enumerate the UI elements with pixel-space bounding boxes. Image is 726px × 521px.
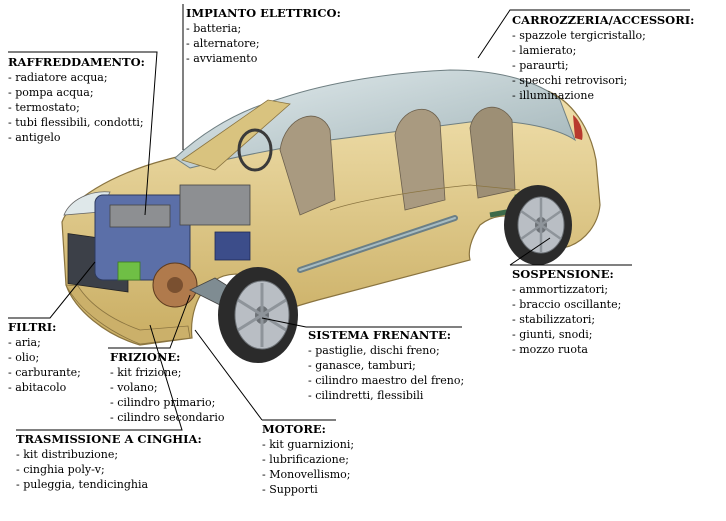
label-sospensione: SOSPENSIONE: ammortizzatori; braccio osc…: [512, 267, 621, 357]
sospensione-item: stabilizzatori;: [512, 312, 621, 327]
raffreddamento-item: pompa acqua;: [8, 85, 145, 100]
impianto-list: batteria; alternatore; avviamento: [186, 21, 341, 66]
frenante-item: pastiglie, dischi freno;: [308, 343, 464, 358]
label-carrozzeria: CARROZZERIA/ACCESSORI: spazzole tergicri…: [512, 13, 694, 103]
frizione-title: FRIZIONE:: [110, 350, 181, 364]
raffreddamento-title: RAFFREDDAMENTO:: [8, 55, 145, 69]
carrozzeria-item: illuminazione: [512, 88, 694, 103]
frizione-item: cilindro primario;: [110, 395, 224, 410]
trasmissione-title: TRASMISSIONE A CINGHIA:: [16, 432, 202, 446]
car-body: [61, 69, 601, 346]
filtri-item: aria;: [8, 335, 81, 350]
sospensione-title: SOSPENSIONE:: [512, 267, 614, 281]
rear-wheel: [504, 185, 572, 265]
trasmissione-item: puleggia, tendicinghia: [16, 477, 202, 492]
sospensione-item: ammortizzatori;: [512, 282, 621, 297]
carrozzeria-item: specchi retrovisori;: [512, 73, 694, 88]
impianto-title: IMPIANTO ELETTRICO:: [186, 6, 341, 20]
frizione-list: kit frizione; volano; cilindro primario;…: [110, 365, 224, 425]
motore-title: MOTORE:: [262, 422, 326, 436]
filtri-item: carburante;: [8, 365, 81, 380]
sospensione-list: ammortizzatori; braccio oscillante; stab…: [512, 282, 621, 357]
carrozzeria-title: CARROZZERIA/ACCESSORI:: [512, 13, 695, 27]
sospensione-item: mozzo ruota: [512, 342, 621, 357]
raffreddamento-item: termostato;: [8, 100, 145, 115]
filtri-list: aria; olio; carburante; abitacolo: [8, 335, 81, 395]
frenante-item: cilindretti, flessibili: [308, 388, 464, 403]
raffreddamento-list: radiatore acqua; pompa acqua; termostato…: [8, 70, 145, 145]
carrozzeria-list: spazzole tergicristallo; lamierato; para…: [512, 28, 694, 103]
frenante-list: pastiglie, dischi freno; ganasce, tambur…: [308, 343, 464, 403]
frizione-item: kit frizione;: [110, 365, 224, 380]
frenante-item: ganasce, tamburi;: [308, 358, 464, 373]
frenante-item: cilindro maestro del freno;: [308, 373, 464, 388]
label-trasmissione: TRASMISSIONE A CINGHIA: kit distribuzion…: [16, 432, 202, 492]
filtri-item: olio;: [8, 350, 81, 365]
trasmissione-item: kit distribuzione;: [16, 447, 202, 462]
filtri-item: abitacolo: [8, 380, 81, 395]
carrozzeria-item: paraurti;: [512, 58, 694, 73]
frizione-item: cilindro secondario: [110, 410, 224, 425]
frizione-item: volano;: [110, 380, 224, 395]
carrozzeria-item: spazzole tergicristallo;: [512, 28, 694, 43]
label-impianto-elettrico: IMPIANTO ELETTRICO: batteria; alternator…: [186, 6, 341, 66]
impianto-item: alternatore;: [186, 36, 341, 51]
leader-lines: [8, 4, 690, 431]
motore-item: kit guarnizioni;: [262, 437, 354, 452]
carrozzeria-item: lamierato;: [512, 43, 694, 58]
trasmissione-item: cinghia poly-v;: [16, 462, 202, 477]
label-filtri: FILTRI: aria; olio; carburante; abitacol…: [8, 320, 81, 395]
trasmissione-list: kit distribuzione; cinghia poly-v; puleg…: [16, 447, 202, 492]
sospensione-item: braccio oscillante;: [512, 297, 621, 312]
label-motore: MOTORE: kit guarnizioni; lubrificazione;…: [262, 422, 354, 497]
sospensione-item: giunti, snodi;: [512, 327, 621, 342]
raffreddamento-item: tubi flessibili, condotti;: [8, 115, 145, 130]
label-frizione: FRIZIONE: kit frizione; volano; cilindro…: [110, 350, 224, 425]
motore-item: lubrificazione;: [262, 452, 354, 467]
motore-item: Monovellismo;: [262, 467, 354, 482]
label-raffreddamento: RAFFREDDAMENTO: radiatore acqua; pompa a…: [8, 55, 145, 145]
motore-list: kit guarnizioni; lubrificazione; Monovel…: [262, 437, 354, 497]
raffreddamento-item: antigelo: [8, 130, 145, 145]
label-sistema-frenante: SISTEMA FRENANTE: pastiglie, dischi fren…: [308, 328, 464, 403]
filtri-title: FILTRI:: [8, 320, 57, 334]
impianto-item: batteria;: [186, 21, 341, 36]
front-wheel: [218, 267, 298, 363]
frenante-title: SISTEMA FRENANTE:: [308, 328, 451, 342]
motore-item: Supporti: [262, 482, 354, 497]
raffreddamento-item: radiatore acqua;: [8, 70, 145, 85]
impianto-item: avviamento: [186, 51, 341, 66]
